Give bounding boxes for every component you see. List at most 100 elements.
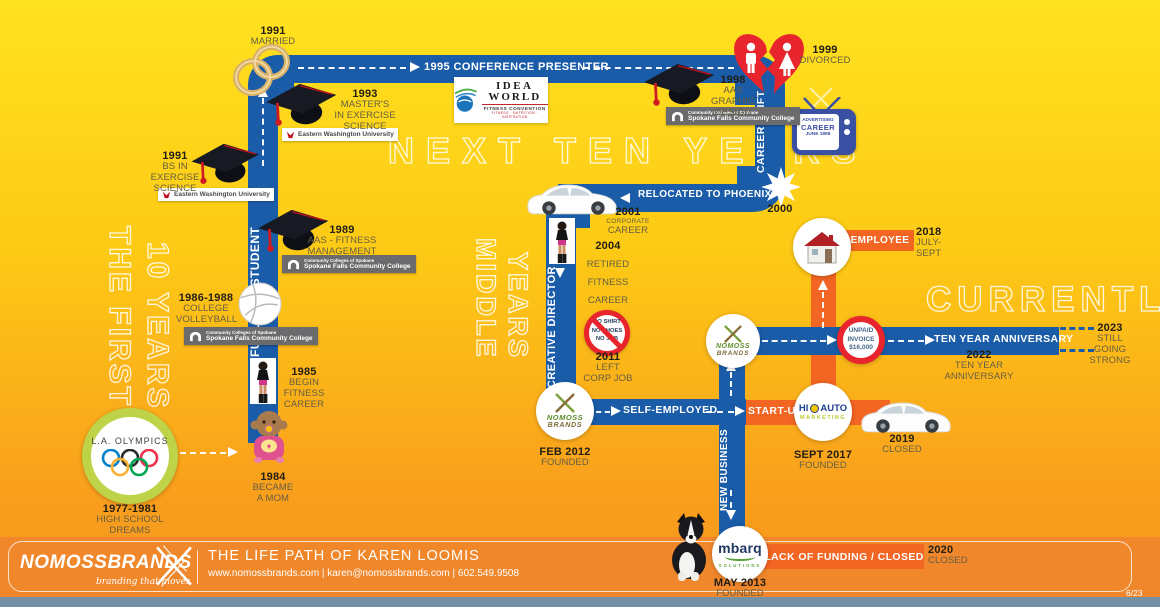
baby-icon bbox=[250, 411, 288, 463]
dash-1995-right bbox=[584, 67, 734, 69]
milestone-2020-closed: 2020 CLOSED bbox=[928, 544, 968, 567]
watermark-middle: MIDDLE bbox=[470, 237, 501, 360]
spokane-arch-icon bbox=[672, 111, 683, 121]
dash-selfemployed-1 bbox=[596, 411, 610, 413]
idea-line4: FITNESS · NUTRITION · INSPIRATION bbox=[491, 111, 538, 120]
mbarq-swoosh-icon bbox=[725, 553, 755, 562]
mbarq-sub: SOLUTIONS bbox=[718, 562, 762, 568]
footer-x-logo-icon bbox=[156, 545, 192, 587]
idea-line2: WORLD bbox=[488, 90, 542, 103]
milestone-2023-still-going: 2023 STILL GOING STRONG bbox=[1089, 322, 1131, 366]
ccs-line1: Community Colleges of Spokane bbox=[688, 110, 759, 115]
path-label-new-business: NEW BUSINESS bbox=[719, 428, 730, 512]
phoenix-burst-2000-icon bbox=[761, 167, 801, 207]
milestone-2018-employee: 2018 JULY-SEPT bbox=[916, 226, 942, 259]
milestone-1989-aas: 1989 AAS - FITNESS MANAGEMENT bbox=[307, 224, 377, 257]
nomoss-brands-circle-2022: nomoss brands bbox=[706, 314, 760, 368]
ccs-line2: Spokane Falls Community College bbox=[688, 115, 795, 122]
la-olympics-label: L.A. OLYMPICS bbox=[91, 435, 169, 446]
dash-student bbox=[262, 98, 264, 166]
dash-invoice bbox=[762, 340, 826, 342]
milestone-2019-closed: 2019 CLOSED bbox=[882, 433, 922, 456]
fitness-woman-1985-icon bbox=[250, 358, 276, 404]
arrow-invoice-icon bbox=[827, 335, 837, 345]
footer-brand-wordmark: NOMOSSBRANDS bbox=[20, 552, 192, 574]
idea-world-globe-icon bbox=[454, 88, 478, 112]
tv-text-1: ADVERTISING bbox=[802, 117, 834, 122]
milestone-high-school: 1977-1981 HIGH SCHOOL DREAMS bbox=[96, 503, 164, 536]
milestone-sept-2017: SEPT 2017 FOUNDED bbox=[793, 449, 853, 472]
milestone-1984-mom: 1984 BECAME A MOM bbox=[252, 471, 294, 504]
ccs-line1: Community Colleges of Spokane bbox=[206, 330, 277, 335]
arrow-relocated-icon bbox=[620, 193, 630, 203]
mbarq-name: mbarq bbox=[718, 540, 762, 557]
watermark-the-first: THE FIRST bbox=[102, 225, 136, 408]
milestone-1985-fitness: 1985 BEGIN FITNESS CAREER bbox=[283, 366, 325, 410]
ewu-tag-masters: Eastern Washington University bbox=[282, 128, 398, 141]
arrow-tenyear-icon bbox=[925, 335, 935, 345]
fitness-woman-2004-icon bbox=[549, 218, 575, 264]
arrow-startup-icon bbox=[735, 406, 745, 416]
nomoss-logo-line1: nomoss bbox=[546, 413, 584, 422]
dash-1995-left bbox=[298, 67, 406, 69]
tv-text-3: JUNE 1998 bbox=[805, 132, 831, 138]
olympic-rings-icon bbox=[101, 448, 159, 476]
nomoss-logo2-line1: nomoss bbox=[715, 343, 751, 350]
footer-outline-box bbox=[8, 541, 1132, 592]
milestone-1993-masters: 1993 MASTER'S IN EXERCISE SCIENCE bbox=[334, 88, 396, 132]
unpaid-invoice-circle: UNPAID INVOICE $16,000 bbox=[837, 316, 885, 364]
path-label-conference: 1995 CONFERENCE PRESENTER bbox=[424, 61, 609, 73]
nomoss-brands-circle-2012: nomoss brands bbox=[536, 382, 594, 440]
employee-tag: EMPLOYEE bbox=[846, 230, 914, 251]
spokane-arch-icon bbox=[190, 331, 201, 341]
watermark-years: YEARS bbox=[502, 251, 533, 361]
ccs-line2: Spokane Falls Community College bbox=[206, 335, 313, 342]
volleyball-icon bbox=[238, 282, 282, 326]
idea-line1: IDEA bbox=[496, 79, 534, 92]
path-dash-2023-top bbox=[1060, 327, 1094, 330]
ewu-name: Eastern Washington University bbox=[298, 131, 394, 138]
no-shirt-no-shoes-no-job-sign: NO SHIRT NO SHOES NO JOB bbox=[584, 310, 630, 356]
ewu-eagle-icon bbox=[162, 191, 171, 199]
hiauto-marketing: MARKETING bbox=[800, 415, 846, 421]
house-icon bbox=[804, 232, 840, 264]
dog-icon bbox=[672, 513, 706, 581]
milestone-2022-anniversary: 2022 TEN YEAR ANNIVERSARY bbox=[944, 349, 1014, 382]
dash-newbiz-up bbox=[730, 372, 732, 396]
footer-brand-brands: BRANDS bbox=[107, 552, 192, 573]
nomoss-x-watermark-icon bbox=[809, 87, 833, 111]
lack-of-funding-bar: LACK OF FUNDING / CLOSED bbox=[764, 544, 924, 569]
nomoss-logo2-line2: brands bbox=[716, 350, 750, 357]
mbarq-circle: mbarq SOLUTIONS bbox=[712, 526, 768, 582]
milestone-1999-divorced: 1999 DIVORCED bbox=[799, 44, 851, 67]
page-number: 6/23 bbox=[1126, 588, 1143, 598]
ewu-name: Eastern Washington University bbox=[174, 191, 270, 198]
arrow-1995-icon bbox=[410, 62, 420, 72]
milestone-may-2013: MAY 2013 FOUNDED bbox=[713, 577, 767, 600]
tv-advertising-icon: ADVERTISING CAREER JUNE 1998 bbox=[792, 97, 860, 159]
hiauto-hi: HI bbox=[798, 403, 809, 414]
la-olympics-circle: L.A. OLYMPICS bbox=[82, 408, 178, 504]
dash-employee bbox=[822, 292, 824, 328]
lack-of-funding-label: LACK OF FUNDING / CLOSED bbox=[764, 550, 924, 563]
dash-selfemployed-2 bbox=[706, 411, 734, 413]
broken-heart-divorce-icon bbox=[734, 34, 804, 94]
watermark-currently: CURRENTLY bbox=[925, 279, 1160, 319]
footer-band bbox=[0, 537, 1160, 597]
wedding-rings-icon bbox=[233, 43, 290, 97]
hiauto-wheel-icon bbox=[809, 404, 819, 413]
footer-contact: www.nomossbrands.com | karen@nomossbrand… bbox=[208, 568, 520, 579]
employee-tag-label: EMPLOYEE bbox=[850, 235, 910, 246]
footer-title: THE LIFE PATH OF KAREN LOOMIS bbox=[208, 548, 480, 564]
dash-newbiz-down bbox=[730, 490, 732, 508]
footer-tagline: branding that moves bbox=[96, 577, 191, 587]
path-dash-2023-bottom bbox=[1060, 349, 1094, 352]
path-label-relocated: RELOCATED TO PHOENIX bbox=[638, 189, 772, 200]
footer-brand-nomoss: NOMOSS bbox=[20, 552, 108, 573]
ewu-eagle-icon bbox=[286, 131, 295, 139]
hi-auto-marketing-circle: HI AUTO MARKETING bbox=[794, 383, 852, 441]
bottom-strip bbox=[0, 597, 1160, 607]
